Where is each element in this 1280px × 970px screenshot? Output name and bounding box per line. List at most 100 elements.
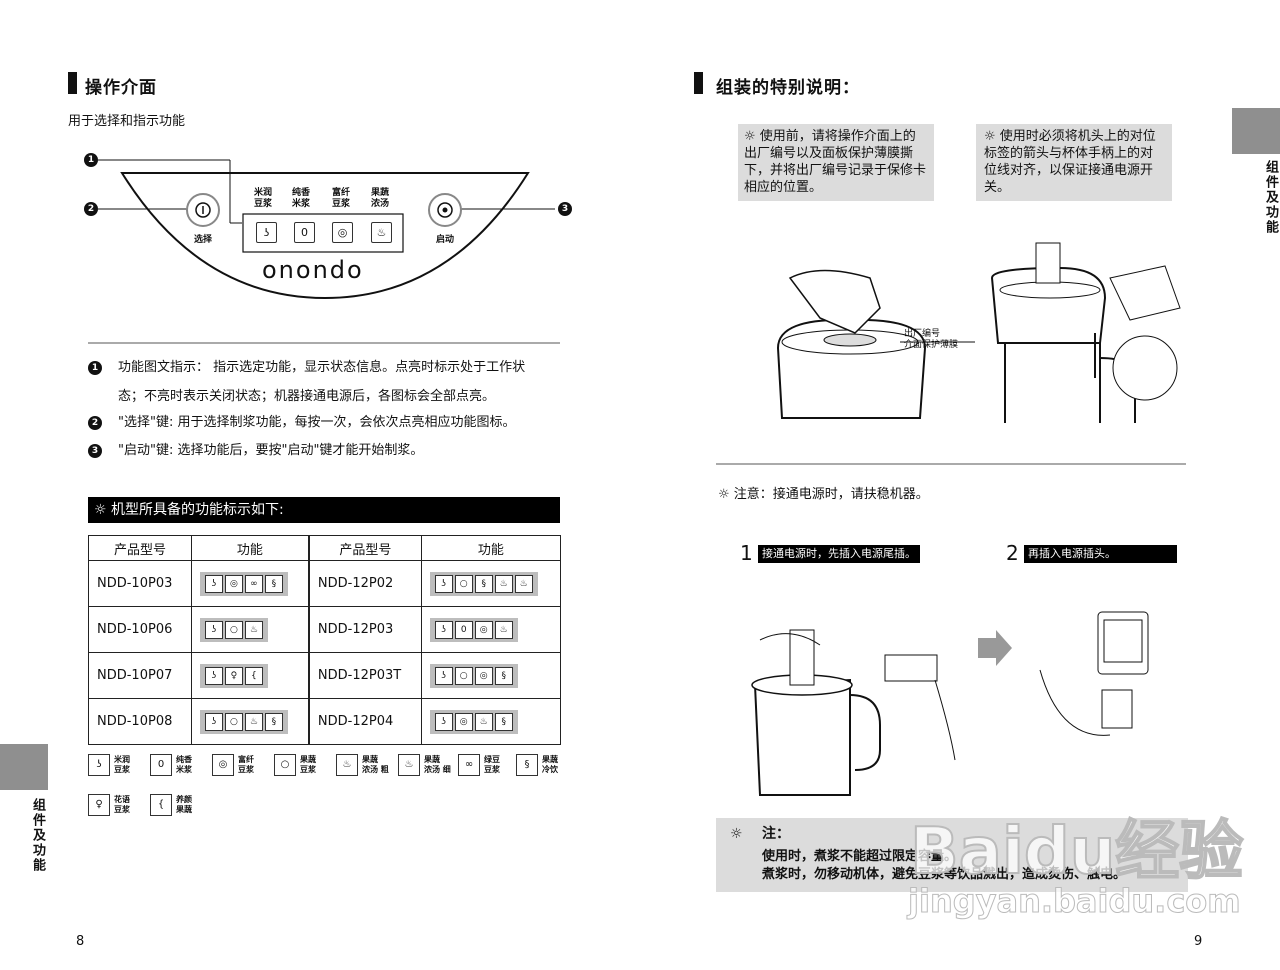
panel-label-1: 米润 豆浆 [253,188,272,209]
final-note: ☼ 注： 使用时，煮浆不能超过限定容量。 煮浆时，勿移动机体，避免豆浆等饮品溅出… [716,818,1188,892]
rice-icon: 0 [150,754,172,776]
watermark-url: jingyan.baidu.com [908,882,1242,921]
side-tab-right [1232,108,1280,154]
side-tab-left [0,744,48,790]
bulb-icon: ☼ [730,826,743,842]
function-cell: ʖ○♨§ [190,698,310,745]
select-label: 选择 [193,235,212,245]
step-1-number: 1 [740,541,753,565]
desc-num-2: 2 [88,416,102,430]
note-1: ☼ 使用前，请将操作介面上的出厂编号以及面板保护薄膜撕下，并将出厂编号记录于保修… [738,124,934,201]
diagram-label-1: 出厂编号 [904,329,941,339]
model-cell: NDD-12P03T [308,652,422,699]
heading-bar [694,72,703,94]
brand-logo: onondo [262,256,364,284]
divider [88,342,560,344]
left-subtitle: 用于选择和指示功能 [68,114,186,129]
bowl-icon: ♨ [398,754,420,776]
table-row: NDD-10P07 ʖ♀{ NDD-12P03T ʖ○◎§ [88,652,562,699]
soy-icon: ʖ [88,754,110,776]
beauty-icon: { [150,794,172,816]
final-note-title: 注： [762,826,790,842]
model-table: 产品型号 功能 产品型号 功能 NDD-10P03 ʖ◎∞§ NDD-12P02… [88,535,562,745]
model-cell: NDD-12P04 [308,698,422,745]
legend-item: ♨果蔬 浓汤 细 [398,754,458,778]
function-cell: ʖ○♨ [190,606,310,653]
model-cell: NDD-10P08 [88,698,192,745]
table-row: NDD-10P03 ʖ◎∞§ NDD-12P02 ʖ○§♨♨ [88,560,562,607]
control-panel-diagram [98,159,555,300]
function-cell: ʖ◎♨§ [420,698,562,745]
bean-icon: ◎ [212,754,234,776]
diagram-label-2: 介面保护薄膜 [904,340,959,350]
panel-label-3: 富纤 豆浆 [331,188,350,209]
function-cell: ʖ○◎§ [420,652,562,699]
function-cell: ʖ○§♨♨ [420,560,562,607]
model-banner-text: 机型所具备的功能标示如下: [111,502,284,518]
desc-num-1: 1 [88,361,102,375]
bulb-icon: ☼ [744,129,760,144]
assembly-illustration [776,242,1181,423]
panel-label-2: 纯香 米浆 [291,188,310,209]
fruit-icon: ○ [274,754,296,776]
mungbean-icon: ∞ [458,754,480,776]
heading-bar [68,72,77,94]
left-heading: 操作介面 [85,78,157,98]
bowl-icon: ♨ [371,222,392,243]
legend-item: §果蔬 冷饮 [516,754,562,778]
desc-line-1: 功能图文指示： 指示选定功能，显示状态信息。点亮时标示处于工作状 [118,360,526,375]
model-banner: ☼ 机型所具备的功能标示如下: [88,497,560,523]
bulb-icon: ☼ [984,129,1000,144]
callout-3: 3 [558,202,572,216]
step-2-label: 再插入电源插头。 [1024,545,1177,563]
bowl-icon: ♨ [336,754,358,776]
legend-item: {养颜 果蔬 [150,794,210,818]
desc-line-2: 态；不亮时表示关闭状态；机器接通电源后，各图标会全部点亮。 [118,389,496,404]
bean-icon: ◎ [332,222,353,243]
cold-drink-icon: § [516,754,538,776]
function-cell: ʖ♀{ [190,652,310,699]
model-cell: NDD-12P03 [308,606,422,653]
panel-label-4: 果蔬 浓汤 [370,188,389,209]
table-header: 功能 [190,535,310,561]
function-cell: ʖ◎∞§ [190,560,310,607]
bulb-icon: ☼ [94,502,107,518]
final-note-line-2: 煮浆时，勿移动机体，避免豆浆等饮品溅出，造成烫伤、触电。 [762,867,1127,882]
legend-item: ♀花语 豆浆 [88,794,148,818]
model-cell: NDD-10P06 [88,606,192,653]
step-2-number: 2 [1006,541,1019,565]
note-2: ☼ 使用时必须将机头上的对位标签的箭头与杯体手柄上的对位线对齐，以保证接通电源开… [976,124,1172,201]
model-cell: NDD-10P03 [88,560,192,607]
rice-icon: 0 [294,222,315,243]
model-cell: NDD-12P02 [308,560,422,607]
desc-line-4: "启动"键: 选择功能后，要按"启动"键才能开始制浆。 [118,443,424,458]
step-1-label: 接通电源时，先插入电源尾插。 [758,545,920,563]
power-illustration [751,611,1149,796]
right-heading: 组装的特别说明： [716,78,860,98]
callout-2: 2 [84,202,98,216]
flower-icon: ♀ [88,794,110,816]
table-header: 产品型号 [88,535,192,561]
desc-line-3: "选择"键: 用于选择制浆功能，每按一次，会依次点亮相应功能图标。 [118,415,516,430]
divider [716,463,1186,465]
legend-item: ∞绿豆 豆浆 [458,754,513,778]
table-header: 产品型号 [308,535,422,561]
caution-text: ☼ 注意：接通电源时，请扶稳机器。 [718,487,929,502]
side-label-right: 组件及功能 [1263,160,1278,235]
table-header: 功能 [420,535,562,561]
page-number-left: 8 [76,934,85,949]
start-label: 启动 [435,235,454,245]
legend-item: ♨果蔬 浓汤 粗 [336,754,396,778]
table-row: NDD-10P08 ʖ○♨§ NDD-12P04 ʖ◎♨§ [88,698,562,745]
watermark: Baidu经验 [909,814,1244,890]
page-number-right: 9 [1194,934,1203,949]
callout-1: 1 [84,153,98,167]
bulb-icon: ☼ [718,487,734,502]
legend-item: ◎富纤 豆浆 [212,754,272,778]
soy-icon: ʖ [256,222,277,243]
model-cell: NDD-10P07 [88,652,192,699]
